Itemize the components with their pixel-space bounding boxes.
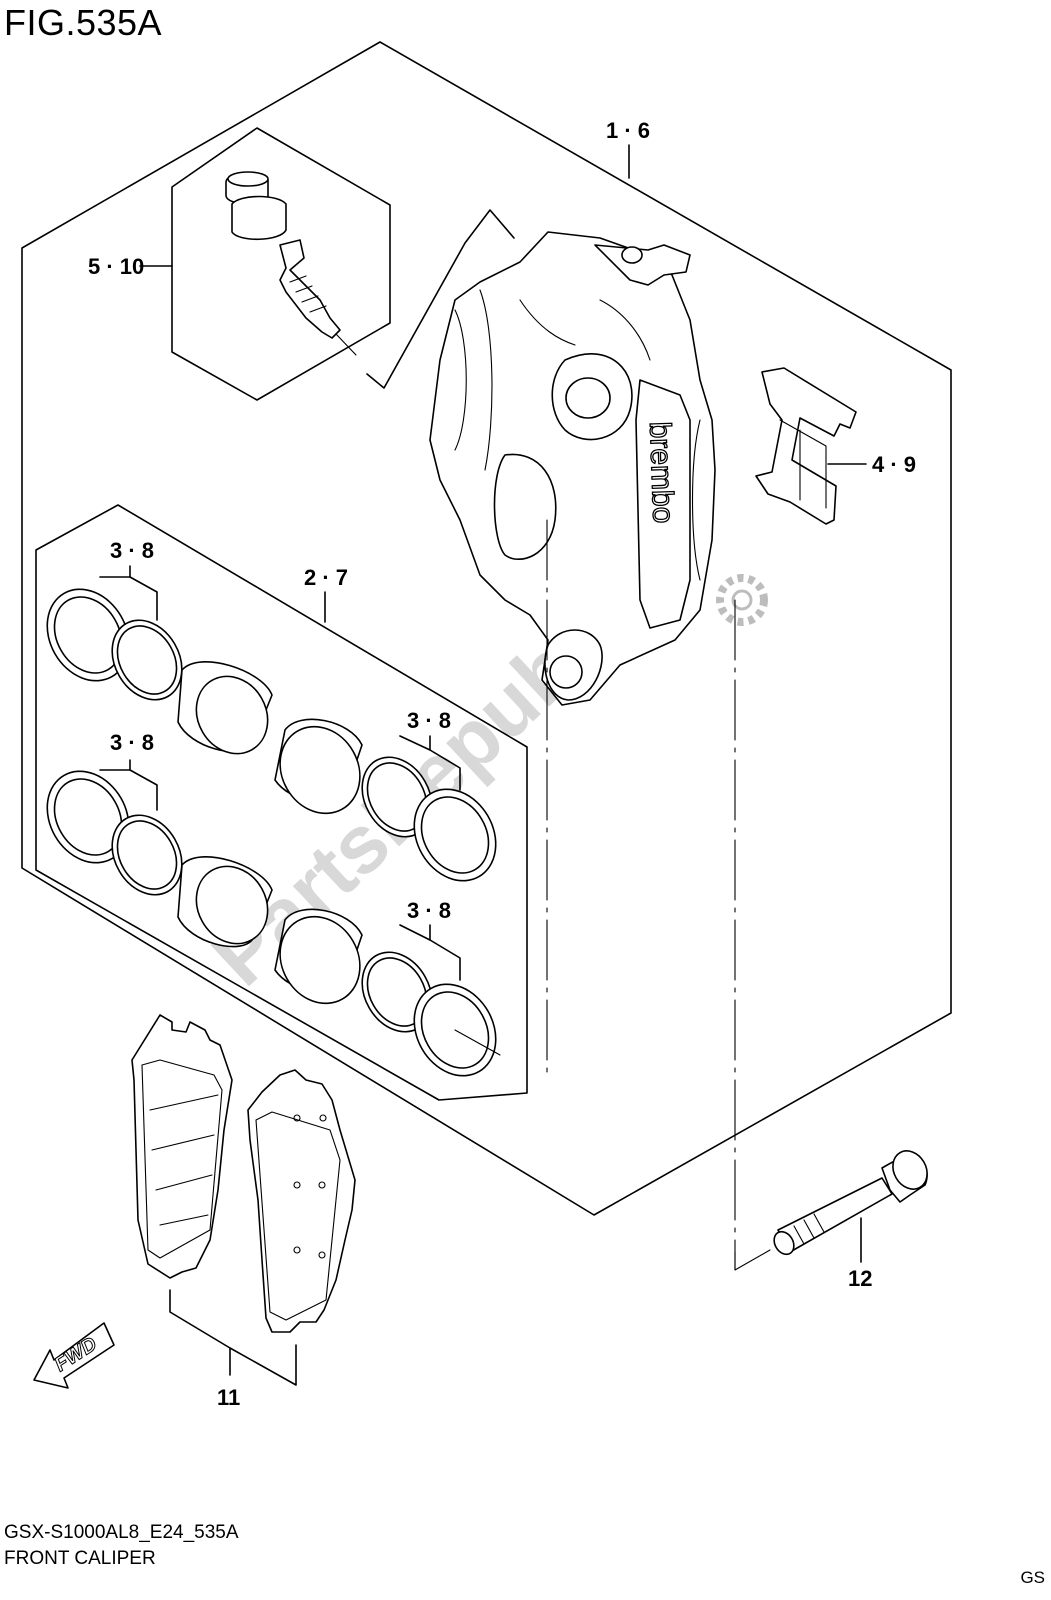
bleeder-cap [225,171,287,241]
caliper-bolt [773,1150,928,1256]
callout-pad-spring: 4 · 9 [872,452,916,477]
seal-upper-right-bracket [399,735,461,791]
seal-ring-upper-left-outer [46,588,130,682]
corner-code: GS [1020,1568,1045,1587]
piston-upper-right [274,718,363,815]
piston-upper-left [177,661,273,755]
piston-lower-right [274,908,363,1005]
bleeder-screw [279,239,357,356]
pad-spring [755,367,857,525]
brake-pad-right [247,1069,356,1333]
seal-ring-lower-left-inner [111,814,183,896]
piston-lower-left [177,856,273,948]
piston-lower-centerline [454,1029,501,1056]
forward-direction-arrow-icon: FWD [33,1322,115,1389]
callout-caliper-bolt: 12 [848,1266,872,1291]
callout-seal-upper-right: 3 · 8 [407,708,451,733]
seal-ring-upper-left-inner [111,619,183,701]
seal-ring-lower-left-outer [46,770,130,864]
seal-ring-upper-right-outer [413,788,497,882]
diagram-caption: FRONT CALIPER [4,1548,156,1569]
caliper-brand-text: brembo [643,421,680,524]
callout-brake-pads: 11 [217,1385,240,1410]
seal-upper-left-bracket [99,576,158,621]
callout-caliper: 1 · 6 [606,118,650,143]
brake-caliper: brembo [429,231,716,706]
bleeder-kit-box [171,127,391,401]
callout-seal-lower-left: 3 · 8 [110,730,154,755]
callout-seal-upper-left: 3 · 8 [110,538,154,563]
figure-title: FIG.535A [4,2,163,43]
caliper-assembly-box [21,41,952,1216]
watermark-gear-icon [716,574,768,626]
callout-piston-set: 2 · 7 [304,565,348,590]
model-code: GSX-S1000AL8_E24_535A [4,1522,239,1543]
callout-bleeder-kit: 5 · 10 [88,254,144,279]
callout-seal-lower-right: 3 · 8 [407,898,451,923]
seal-lower-right-bracket [399,924,461,981]
bolt-leader-line [734,1249,771,1271]
brake-pad-left [131,1014,233,1279]
seal-lower-left-bracket [99,769,158,811]
bleeder-leader [366,209,515,389]
piston-kit-box [35,504,528,1101]
